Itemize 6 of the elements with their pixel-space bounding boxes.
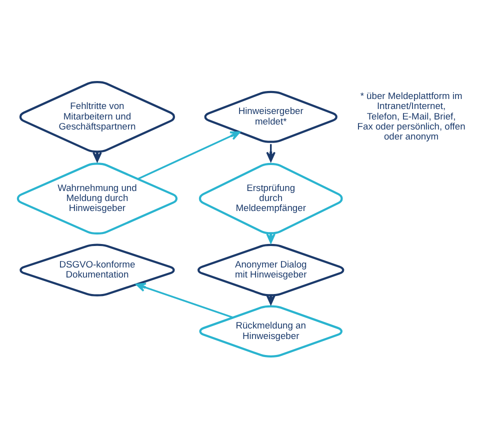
arrow xyxy=(266,294,276,304)
arrow xyxy=(138,130,240,180)
arrow xyxy=(136,282,234,318)
arrow xyxy=(266,232,276,243)
label: * über Meldeplattform im Intranet/Internet, Telefon, E-Mail, Brief, Fax oder persönlich, offen oder anonym xyxy=(357,90,466,142)
arrow xyxy=(92,151,102,162)
